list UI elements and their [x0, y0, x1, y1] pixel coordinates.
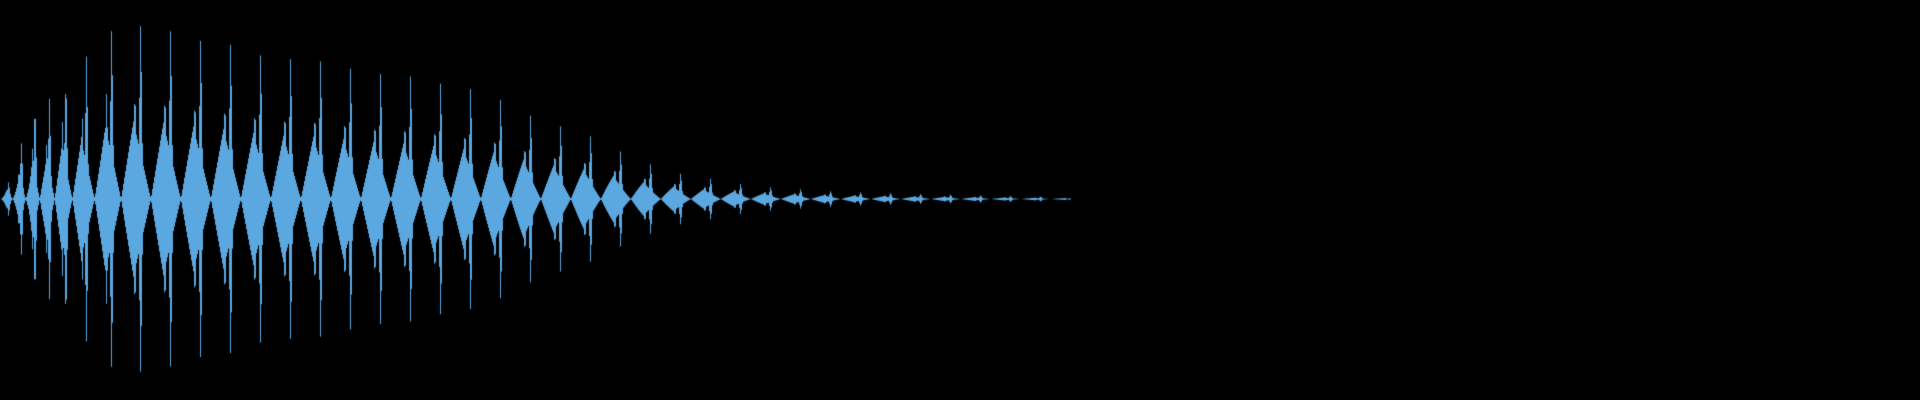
audio-waveform-canvas — [0, 0, 1920, 400]
waveform-viewer — [0, 0, 1920, 400]
screen: { "page": { "background": "#000000", "wi… — [0, 0, 1920, 400]
